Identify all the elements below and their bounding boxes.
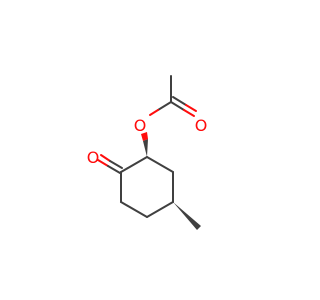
bond-acetyl-co-a-o xyxy=(183,109,195,117)
bond-acetyl-c-oester-o xyxy=(149,109,159,116)
bond-ring-c4-c5 xyxy=(146,201,174,218)
bond-acetyl-c-oester xyxy=(157,101,172,111)
ester-oxygen-label: O xyxy=(134,116,147,135)
bond-ketone-b xyxy=(109,160,123,169)
bond-ketone-a-o xyxy=(97,159,109,167)
bond-ketone-a xyxy=(107,165,121,174)
bond-ketone-b-o xyxy=(100,154,111,162)
ring-ketone-oxygen-label: O xyxy=(87,148,100,167)
bond-ring-c2-c3 xyxy=(146,156,174,173)
carbonyl-oxygen-label: O xyxy=(195,116,208,135)
bond-acetyl-co-a xyxy=(170,101,185,111)
bond-acetyl-co-b xyxy=(172,96,187,106)
bond-ring-c1-c2 xyxy=(120,156,148,173)
molecule-structure: O O O xyxy=(87,75,208,230)
wedge-bond-c2-oester-o xyxy=(141,132,148,141)
wedge-bond-c2-oester xyxy=(143,139,148,157)
bond-acetyl-co-b-o xyxy=(185,104,197,112)
wedge-bond-c4-methyl xyxy=(173,202,201,230)
bond-ring-c5-c6 xyxy=(120,201,148,218)
